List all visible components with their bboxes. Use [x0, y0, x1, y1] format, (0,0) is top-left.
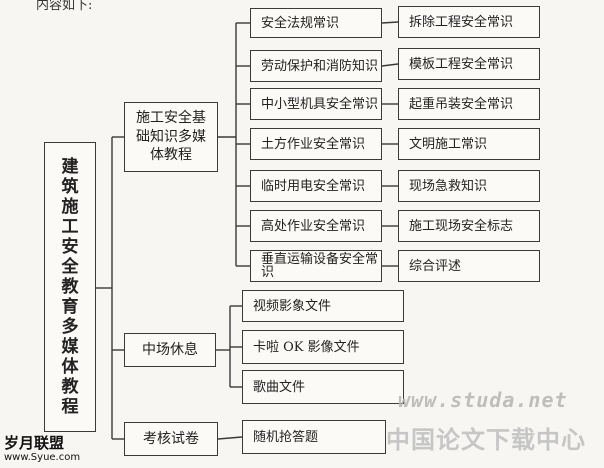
- watermark-url: www.studa.net: [398, 388, 568, 412]
- branch-label-basics: 施工安全基础知识多媒体教程: [136, 109, 206, 164]
- leaf-label: 垂直运输设备安全常识: [261, 252, 379, 280]
- connector-line: [381, 63, 399, 67]
- root-label: 建筑施工安全教育多媒体教程: [61, 156, 79, 418]
- branch-label-break: 中场休息: [142, 341, 198, 358]
- leaf-label: 文明施工常识: [409, 136, 488, 152]
- leaf-node: 拆除工程安全常识: [398, 6, 540, 38]
- leaf-node: 综合评述: [398, 250, 540, 282]
- leaf-label: 歌曲文件: [253, 379, 306, 395]
- leaf-node: 现场急救知识: [398, 170, 540, 202]
- leaf-label: 起重吊装安全常识: [409, 96, 514, 112]
- leaf-label: 施工现场安全标志: [409, 218, 514, 234]
- corner-logo-text: 岁月联盟: [4, 434, 65, 452]
- branch-label-exam: 考核试卷: [143, 430, 199, 447]
- leaf-label: 中小型机具安全常识: [261, 96, 379, 112]
- leaf-label: 视频影象文件: [253, 298, 332, 314]
- branch-node-basics: 施工安全基础知识多媒体教程: [124, 102, 218, 172]
- leaf-node: 高处作业安全常识: [250, 210, 382, 242]
- connector-line: [381, 21, 399, 24]
- branch-node-exam: 考核试卷: [124, 422, 218, 456]
- leaf-node: 安全法规常识: [250, 8, 382, 38]
- corner-logo-url: www.Syue.com: [4, 452, 81, 463]
- leaf-label: 土方作业安全常识: [261, 136, 366, 152]
- leaf-label: 现场急救知识: [409, 178, 488, 194]
- root-node: 建筑施工安全教育多媒体教程: [44, 142, 96, 432]
- leaf-label: 拆除工程安全常识: [409, 14, 514, 30]
- leaf-node: 劳动保护和消防知识: [250, 50, 382, 82]
- branch-node-break: 中场休息: [124, 333, 216, 367]
- leaf-node: 卡啦 OK 影像文件: [242, 330, 404, 364]
- leaf-label: 综合评述: [409, 258, 462, 274]
- leaf-node: 土方作业安全常识: [250, 128, 382, 160]
- leaf-label: 安全法规常识: [261, 15, 340, 31]
- leaf-node: 临时用电安全常识: [250, 170, 382, 202]
- leaf-node: 歌曲文件: [242, 370, 404, 404]
- leaf-label: 随机抢答题: [253, 429, 319, 445]
- connector-line: [217, 436, 243, 440]
- leaf-node: 垂直运输设备安全常识: [250, 250, 382, 282]
- leaf-label: 卡啦 OK 影像文件: [253, 339, 360, 355]
- leaf-node: 模板工程安全常识: [398, 48, 540, 80]
- leaf-node: 中小型机具安全常识: [250, 88, 382, 120]
- leaf-node: 施工现场安全标志: [398, 210, 540, 242]
- leaf-label: 高处作业安全常识: [261, 218, 366, 234]
- leaf-label: 模板工程安全常识: [409, 56, 514, 72]
- leaf-label: 临时用电安全常识: [261, 178, 366, 194]
- leaf-label: 劳动保护和消防知识: [261, 58, 379, 74]
- watermark-site-name: 中国论文下载中心: [386, 426, 586, 454]
- header-text: 内容如下:: [36, 0, 93, 13]
- leaf-node: 随机抢答题: [242, 420, 386, 454]
- leaf-node: 起重吊装安全常识: [398, 88, 540, 120]
- leaf-node: 文明施工常识: [398, 128, 540, 160]
- leaf-node: 视频影象文件: [242, 290, 404, 322]
